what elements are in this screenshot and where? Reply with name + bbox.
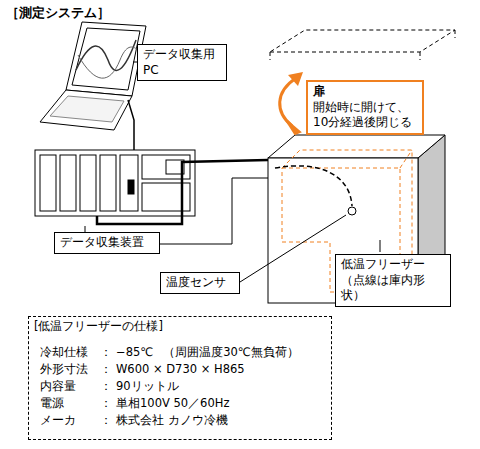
- label-box: 低温フリーザー （点線は庫内形状）: [335, 254, 451, 307]
- spec-value: 90リットル: [116, 380, 179, 394]
- callout-heading: 扉: [313, 84, 417, 100]
- spec-colon: ：: [100, 397, 112, 411]
- spec-colon: ：: [100, 363, 112, 377]
- spec-name: 冷却仕様: [40, 346, 88, 360]
- label-text: データ収集用 PC: [143, 47, 221, 78]
- data-logger: [35, 150, 195, 216]
- spec-name: 外形寸法: [40, 363, 88, 377]
- spec-value: W600 × D730 × H865: [116, 363, 245, 377]
- spec-name: メーカ: [40, 414, 76, 428]
- label-text: [低温フリーザーの仕様]: [34, 319, 326, 334]
- spec-name: 電源: [40, 397, 64, 411]
- door-arrow: [280, 72, 303, 134]
- spec-value: −85℃: [116, 346, 153, 360]
- label-text: 開始時に開けて、10分経過後閉じる: [313, 100, 417, 131]
- spec-value: 単相100V 50／60Hz: [116, 397, 229, 411]
- label-box: データ収集装置: [54, 232, 160, 254]
- pc-cable: [128, 100, 134, 150]
- sensor-wire: [275, 166, 352, 206]
- label-text: 温度センサ: [166, 275, 234, 291]
- sensor-cable: [97, 160, 268, 224]
- door-callout: 扉開始時に開けて、10分経過後閉じる: [306, 80, 424, 135]
- laptop: [40, 22, 146, 130]
- spec-colon: ：: [100, 346, 112, 360]
- title: ［測定システム］: [6, 4, 110, 22]
- label-text: データ収集装置: [60, 235, 154, 251]
- spec-value: 株式会社 カノウ冷機: [116, 414, 228, 428]
- temperature-sensor: [348, 207, 356, 215]
- spec-value: （周囲温度30℃無負荷）: [163, 346, 299, 360]
- spec-colon: ：: [100, 414, 112, 428]
- spec-colon: ：: [100, 380, 112, 394]
- label-box: データ収集用 PC: [137, 44, 227, 81]
- spec-name: 内容量: [40, 380, 76, 394]
- label-text: 低温フリーザー （点線は庫内形状）: [341, 257, 445, 304]
- label-box: 温度センサ: [160, 272, 240, 294]
